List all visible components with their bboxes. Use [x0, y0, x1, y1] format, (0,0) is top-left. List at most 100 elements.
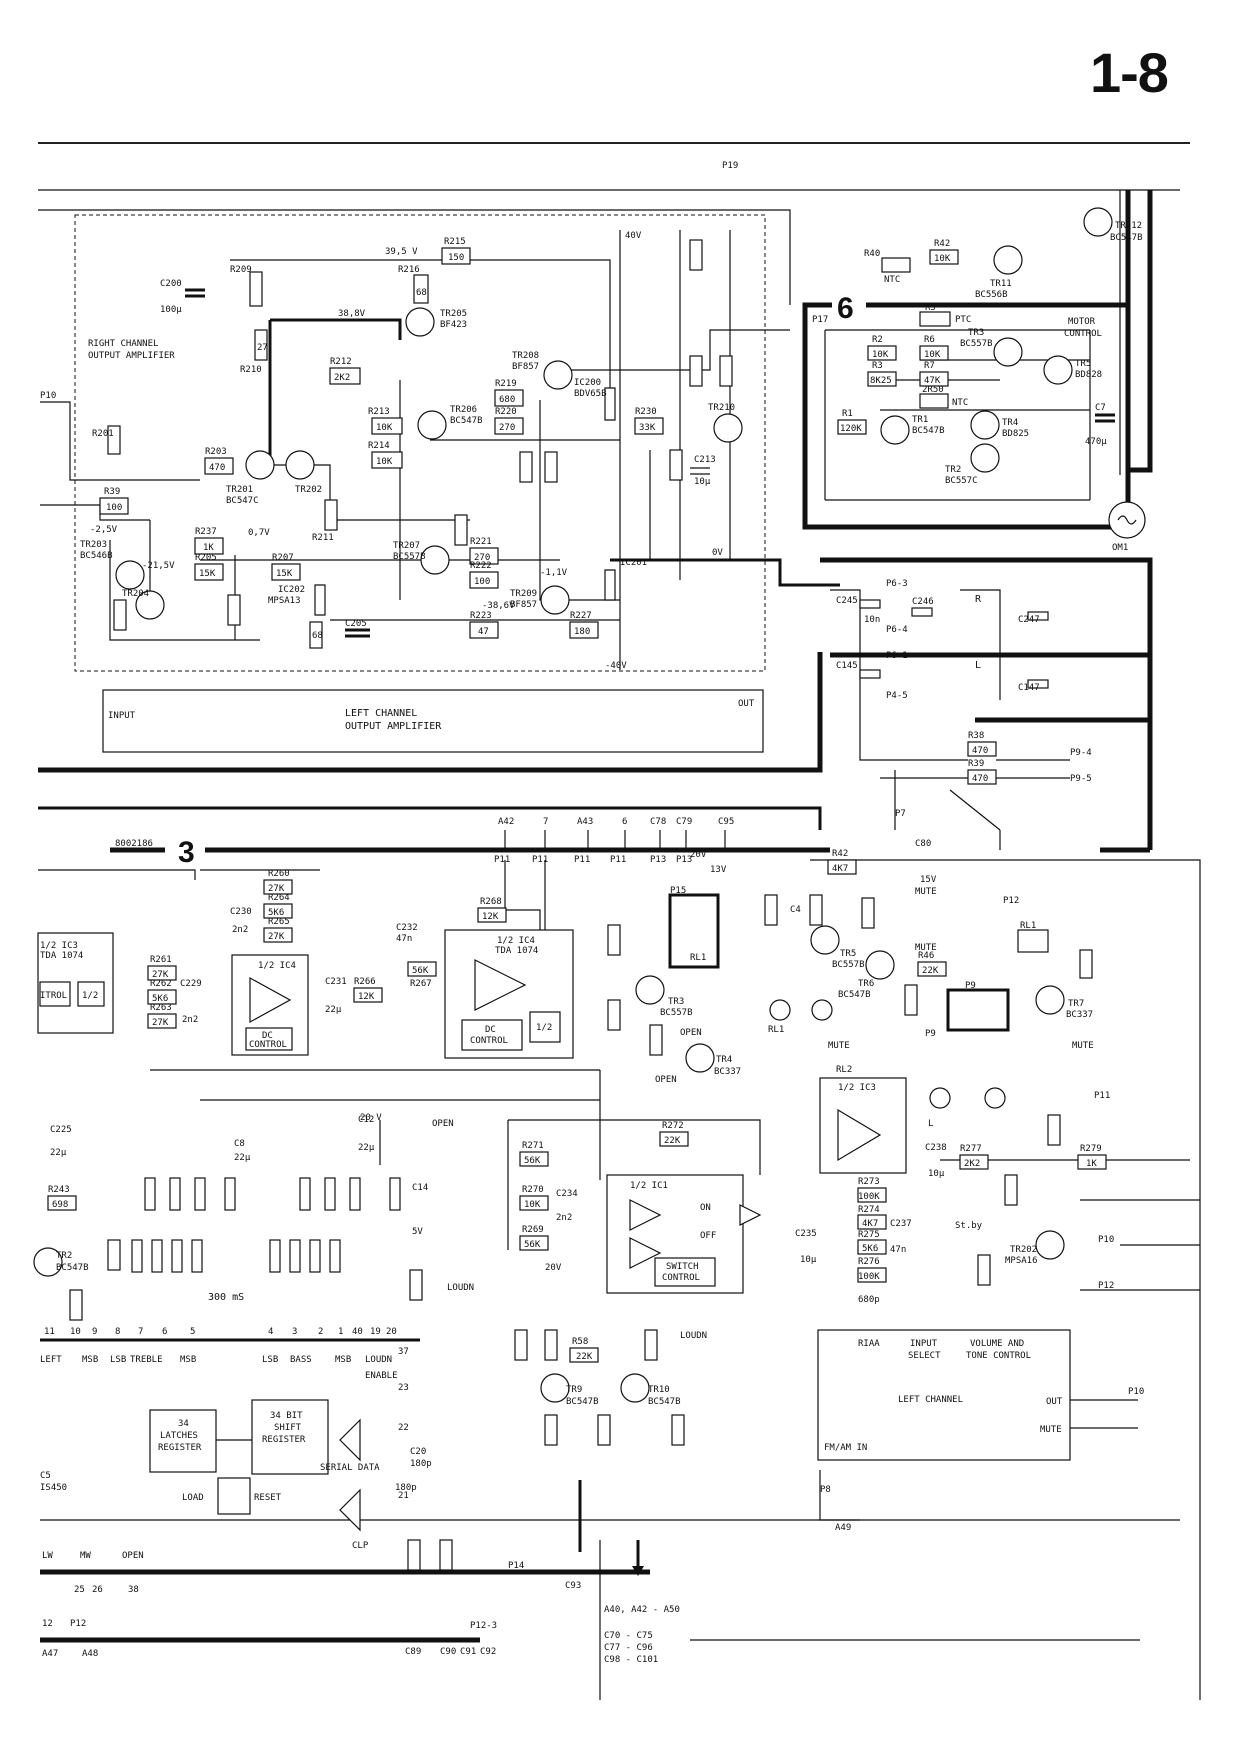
- svg-text:15K: 15K: [276, 569, 293, 579]
- resistor-r44: [861, 897, 875, 929]
- svg-text:C245: C245: [836, 596, 858, 606]
- reset-label: RESET: [254, 1493, 282, 1503]
- svg-text:NTC: NTC: [952, 398, 968, 408]
- svg-text:BD825: BD825: [1002, 429, 1029, 439]
- svg-text:MUTE: MUTE: [915, 943, 937, 953]
- svg-text:BC557B: BC557B: [832, 960, 865, 970]
- motor-control-label: MOTOR: [1068, 317, 1096, 327]
- svg-text:SWITCH: SWITCH: [666, 1262, 699, 1272]
- svg-text:LOUDN: LOUDN: [447, 1283, 474, 1293]
- timing-label: 300 mS: [208, 1292, 244, 1303]
- svg-text:BC556B: BC556B: [975, 290, 1008, 300]
- svg-text:TDA 1074: TDA 1074: [495, 946, 538, 956]
- svg-text:6: 6: [622, 817, 627, 827]
- svg-text:St.by: St.by: [955, 1221, 983, 1231]
- svg-text:C95: C95: [718, 817, 734, 827]
- svg-text:TR209: TR209: [510, 589, 537, 599]
- bottom-section: 8002186 3 A42 7 A43 6 C78 C79 C95 P11 P1…: [33, 806, 1201, 1700]
- svg-text:R215: R215: [444, 237, 466, 247]
- svg-text:P11: P11: [574, 855, 590, 865]
- svg-text:R203: R203: [205, 447, 227, 457]
- svg-text:150: 150: [448, 253, 464, 263]
- svg-text:R214: R214: [368, 441, 390, 451]
- svg-text:27K: 27K: [152, 1018, 169, 1028]
- svg-text:CONTROL: CONTROL: [1064, 329, 1102, 339]
- resistor-r214: R214 10K: [368, 441, 403, 469]
- header-rule: [38, 142, 1190, 144]
- svg-text:BC547C: BC547C: [226, 496, 259, 506]
- svg-text:10µ: 10µ: [928, 1169, 945, 1179]
- svg-text:10µ: 10µ: [694, 477, 711, 487]
- svg-text:C91: C91: [460, 1647, 476, 1657]
- svg-text:TR4: TR4: [716, 1055, 732, 1065]
- svg-text:A48: A48: [82, 1649, 98, 1659]
- svg-text:C234: C234: [556, 1189, 578, 1199]
- svg-text:P15: P15: [670, 886, 686, 896]
- resistor-r206: [227, 594, 241, 626]
- svg-text:P11: P11: [610, 855, 626, 865]
- svg-text:C225: C225: [50, 1125, 72, 1135]
- svg-text:-21,5V: -21,5V: [142, 561, 175, 571]
- svg-text:TR4: TR4: [1002, 418, 1018, 428]
- legend-box: [817, 1329, 1071, 1461]
- svg-text:TR208: TR208: [512, 351, 539, 361]
- svg-text:10K: 10K: [376, 423, 393, 433]
- svg-text:4K7: 4K7: [832, 864, 848, 874]
- input-label: INPUT: [108, 711, 136, 721]
- svg-text:1/2 IC3: 1/2 IC3: [40, 941, 78, 951]
- shift-register: [251, 1399, 329, 1475]
- svg-text:C92: C92: [480, 1647, 496, 1657]
- svg-text:P13: P13: [650, 855, 666, 865]
- svg-text:22µ: 22µ: [325, 1005, 342, 1015]
- svg-text:180: 180: [574, 627, 590, 637]
- svg-text:680p: 680p: [858, 1295, 880, 1305]
- svg-text:TR9: TR9: [566, 1385, 582, 1395]
- svg-text:BC547B: BC547B: [648, 1397, 681, 1407]
- svg-text:TR3: TR3: [668, 997, 684, 1007]
- svg-text:BC557C: BC557C: [945, 476, 978, 486]
- svg-text:2n2: 2n2: [182, 1015, 198, 1025]
- svg-text:P12: P12: [1003, 896, 1019, 906]
- svg-text:MUTE: MUTE: [828, 1041, 850, 1051]
- svg-text:R38: R38: [968, 731, 984, 741]
- svg-text:23: 23: [398, 1383, 409, 1393]
- svg-text:R3: R3: [872, 361, 883, 371]
- svg-text:INPUT: INPUT: [910, 1339, 938, 1349]
- voltage-39-5: 39,5 V: [385, 247, 418, 257]
- svg-text:MSB: MSB: [82, 1355, 98, 1365]
- svg-text:TR5: TR5: [840, 949, 856, 959]
- svg-text:C14: C14: [412, 1183, 428, 1193]
- svg-text:22µ: 22µ: [50, 1148, 67, 1158]
- voltage-40: 40V: [625, 231, 642, 241]
- svg-text:CONTROL: CONTROL: [662, 1273, 700, 1283]
- connector-rl1: [769, 999, 791, 1021]
- svg-text:10K: 10K: [376, 457, 393, 467]
- relay-rl2-coil: RL1: [1017, 921, 1049, 953]
- svg-text:R227: R227: [570, 611, 592, 621]
- svg-text:P12: P12: [1098, 1281, 1114, 1291]
- svg-text:34: 34: [178, 1419, 189, 1429]
- svg-text:TR3: TR3: [968, 328, 984, 338]
- svg-text:A49: A49: [835, 1523, 851, 1533]
- svg-text:P11: P11: [532, 855, 548, 865]
- svg-text:68: 68: [416, 288, 427, 298]
- svg-text:5V: 5V: [412, 1227, 423, 1237]
- svg-text:-2,5V: -2,5V: [90, 525, 118, 535]
- svg-text:1/2 IC3: 1/2 IC3: [838, 1083, 876, 1093]
- svg-text:TR11: TR11: [990, 279, 1012, 289]
